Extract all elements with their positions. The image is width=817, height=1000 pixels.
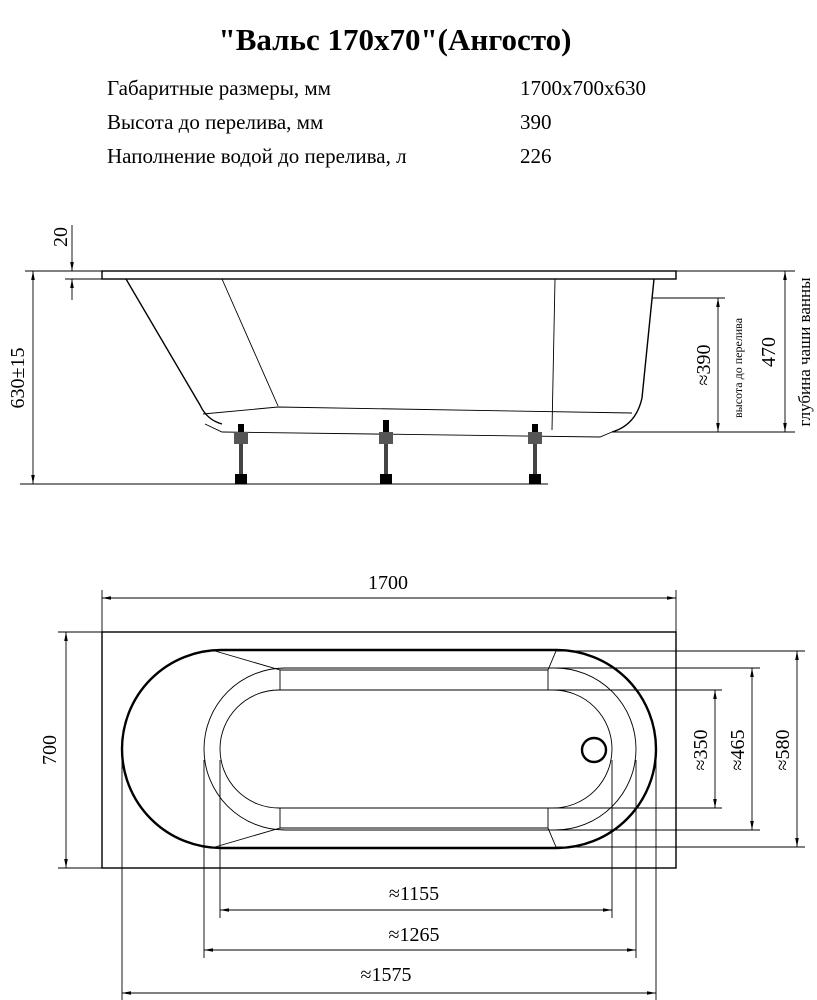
side-view: 630±15 20 ≈390 высота до перелива 470 гл… xyxy=(7,225,814,485)
bowl-facets xyxy=(214,650,557,848)
rim-label: 20 xyxy=(50,227,72,247)
spec-label: Габаритные размеры, мм xyxy=(107,76,331,100)
inner-width-1-label: ≈350 xyxy=(690,730,712,771)
inner-width-3-label: ≈580 xyxy=(772,730,794,771)
left-wall xyxy=(125,278,223,425)
legs xyxy=(234,420,542,484)
length-label: 1700 xyxy=(368,572,408,594)
bowl-bottom xyxy=(219,689,613,809)
spec-value: 1700х700х630 xyxy=(520,76,646,100)
overflow-caption: высота до перелива xyxy=(731,317,745,418)
overflow-label: ≈390 xyxy=(693,345,715,386)
bowl-bottom xyxy=(202,406,633,415)
inner-length-3-label: ≈1575 xyxy=(361,964,412,986)
bowl-outline xyxy=(120,648,658,850)
leg xyxy=(379,420,393,484)
inner-width-2-label: ≈465 xyxy=(727,730,749,771)
spec-label: Наполнение водой до перелива, л xyxy=(107,144,407,168)
inner-edge-left xyxy=(221,278,279,407)
inner-edge-right xyxy=(551,278,556,431)
spec-value: 226 xyxy=(520,144,552,168)
inner-length-1-label: ≈1155 xyxy=(389,883,439,905)
leg xyxy=(234,424,248,484)
depth-label: 470 xyxy=(758,337,780,367)
rim xyxy=(101,270,677,280)
depth-caption: глубина чаши ванны xyxy=(795,277,814,427)
bowl-step xyxy=(203,667,637,831)
right-wall xyxy=(611,278,655,433)
specs-table: Габаритные размеры, мм 1700х700х630 Высо… xyxy=(107,76,646,168)
leg xyxy=(528,424,542,484)
width-label: 700 xyxy=(39,735,61,765)
outer-rim xyxy=(101,631,677,869)
top-view: 1700 700 ≈350 ≈465 ≈580 ≈1155 ≈1265 ≈157… xyxy=(39,572,805,1000)
spec-label: Высота до перелива, мм xyxy=(107,110,323,134)
base xyxy=(204,423,613,438)
inner-length-2-label: ≈1265 xyxy=(389,924,440,946)
title: "Вальс 170х70"(Ангосто) xyxy=(219,22,572,57)
drain-icon xyxy=(580,736,608,764)
height-label: 630±15 xyxy=(7,348,29,409)
spec-value: 390 xyxy=(520,110,552,134)
